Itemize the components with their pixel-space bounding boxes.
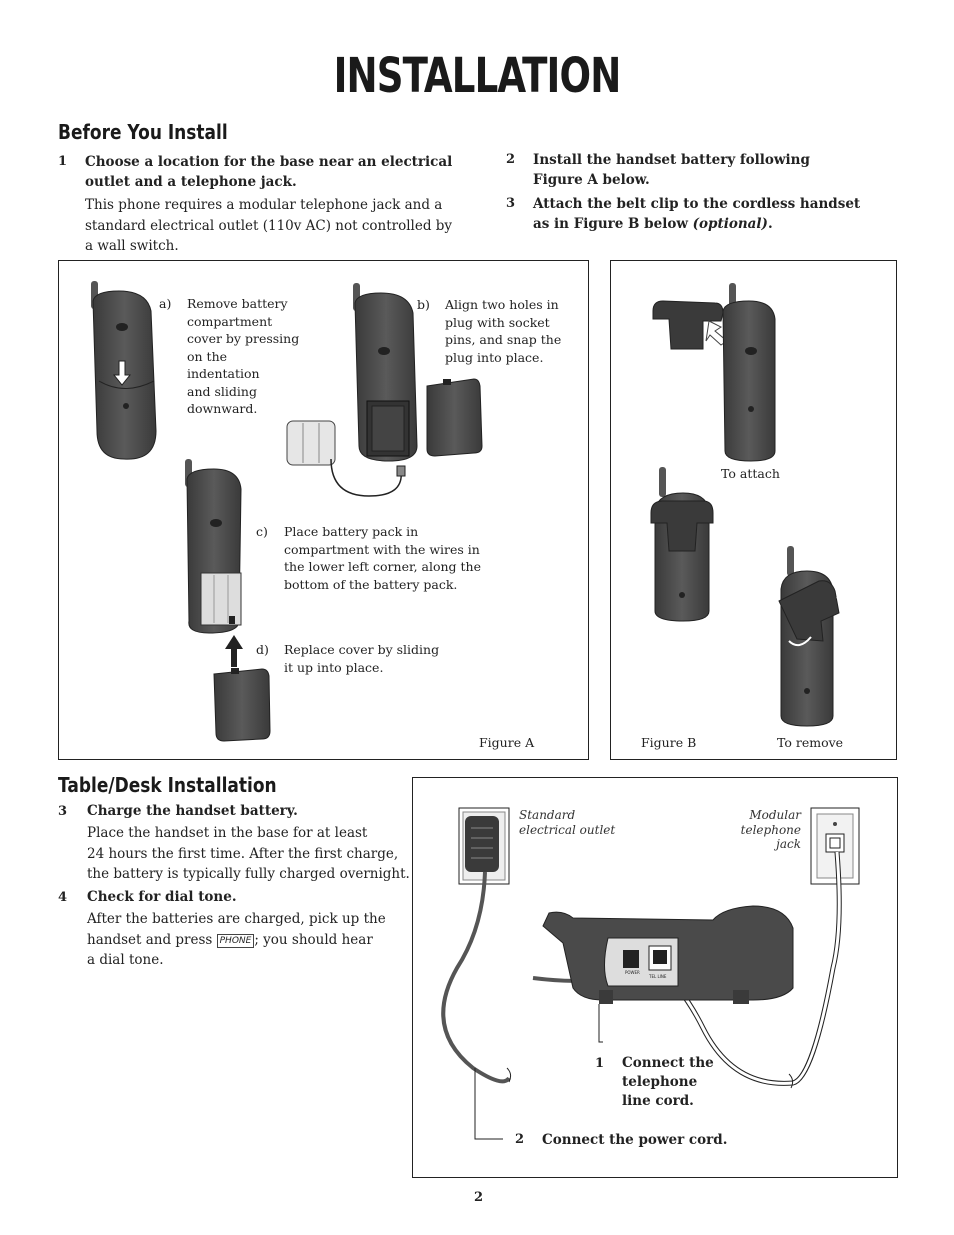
step-a-label: a) [159,296,172,311]
page-title: INSTALLATION [333,48,622,104]
step-title: Charge the handset battery. [87,803,298,819]
figure-b-illustration [650,283,845,727]
handset-remove-icon [778,546,845,727]
phone-key-icon: PHONE [216,933,255,948]
cover-d-icon [213,668,271,742]
step-b-label: b) [417,297,430,312]
port-power-label: POWER [625,970,640,975]
handset-attach-icon [722,283,776,462]
figure-b-box: To attach Figure B To remove [610,260,897,760]
callout-number: 2 [515,1132,525,1147]
callout-number: 1 [595,1056,605,1071]
handset-with-clip-icon [650,467,714,622]
step-number: 3 [506,196,516,211]
step-title: Choose a location for the base near an e… [85,154,453,190]
figure-a-caption: Figure A [479,735,535,750]
figure-a-illustration [91,281,483,742]
step-c-label: c) [256,524,268,539]
belt-clip-icon [652,300,728,350]
electrical-outlet-icon [458,807,510,885]
section-heading-table-desk: Table/Desk Installation [58,773,277,797]
power-cord-icon [441,871,511,1084]
to-remove-label: To remove [777,735,844,750]
figure-b-caption: Figure B [641,735,697,750]
page-number: 2 [474,1190,484,1205]
jack-label: Modular telephone jack [740,808,801,851]
step-title: Attach the belt clip to the cordless han… [533,196,861,232]
handset-c-icon [185,459,242,634]
step-title: Check for dial tone. [87,889,237,905]
step-number: 3 [58,804,68,819]
port-tel-label: TEL LINE [649,974,667,979]
step-number: 1 [58,154,68,169]
base-installation-illustration [441,807,860,1140]
step-body: After the batteries are charged, pick up… [87,911,386,968]
step-number: 2 [506,152,516,167]
callout-2-text: Connect the power cord. [542,1132,728,1148]
step-title: Install the handset battery following Fi… [533,152,810,188]
phone-base-icon [542,905,794,1004]
section-heading-before-install: Before You Install [58,120,228,144]
step-body: Place the handset in the base for at lea… [87,825,410,882]
step-d-label: d) [256,642,269,657]
step-body: This phone requires a modular telephone … [85,197,453,254]
handset-b-icon [353,283,483,462]
up-arrow-icon [225,635,243,667]
battery-pack-icon [286,420,406,497]
handset-a-icon [91,281,157,460]
to-attach-label: To attach [721,466,780,481]
outlet-label: Standard electrical outlet [519,808,616,837]
telephone-jack-icon [810,807,860,885]
base-installation-box: Standard electrical outlet Modular telep… [412,777,898,1178]
step-number: 4 [58,890,68,905]
callout-1-text: Connect the telephone line cord. [622,1055,714,1109]
